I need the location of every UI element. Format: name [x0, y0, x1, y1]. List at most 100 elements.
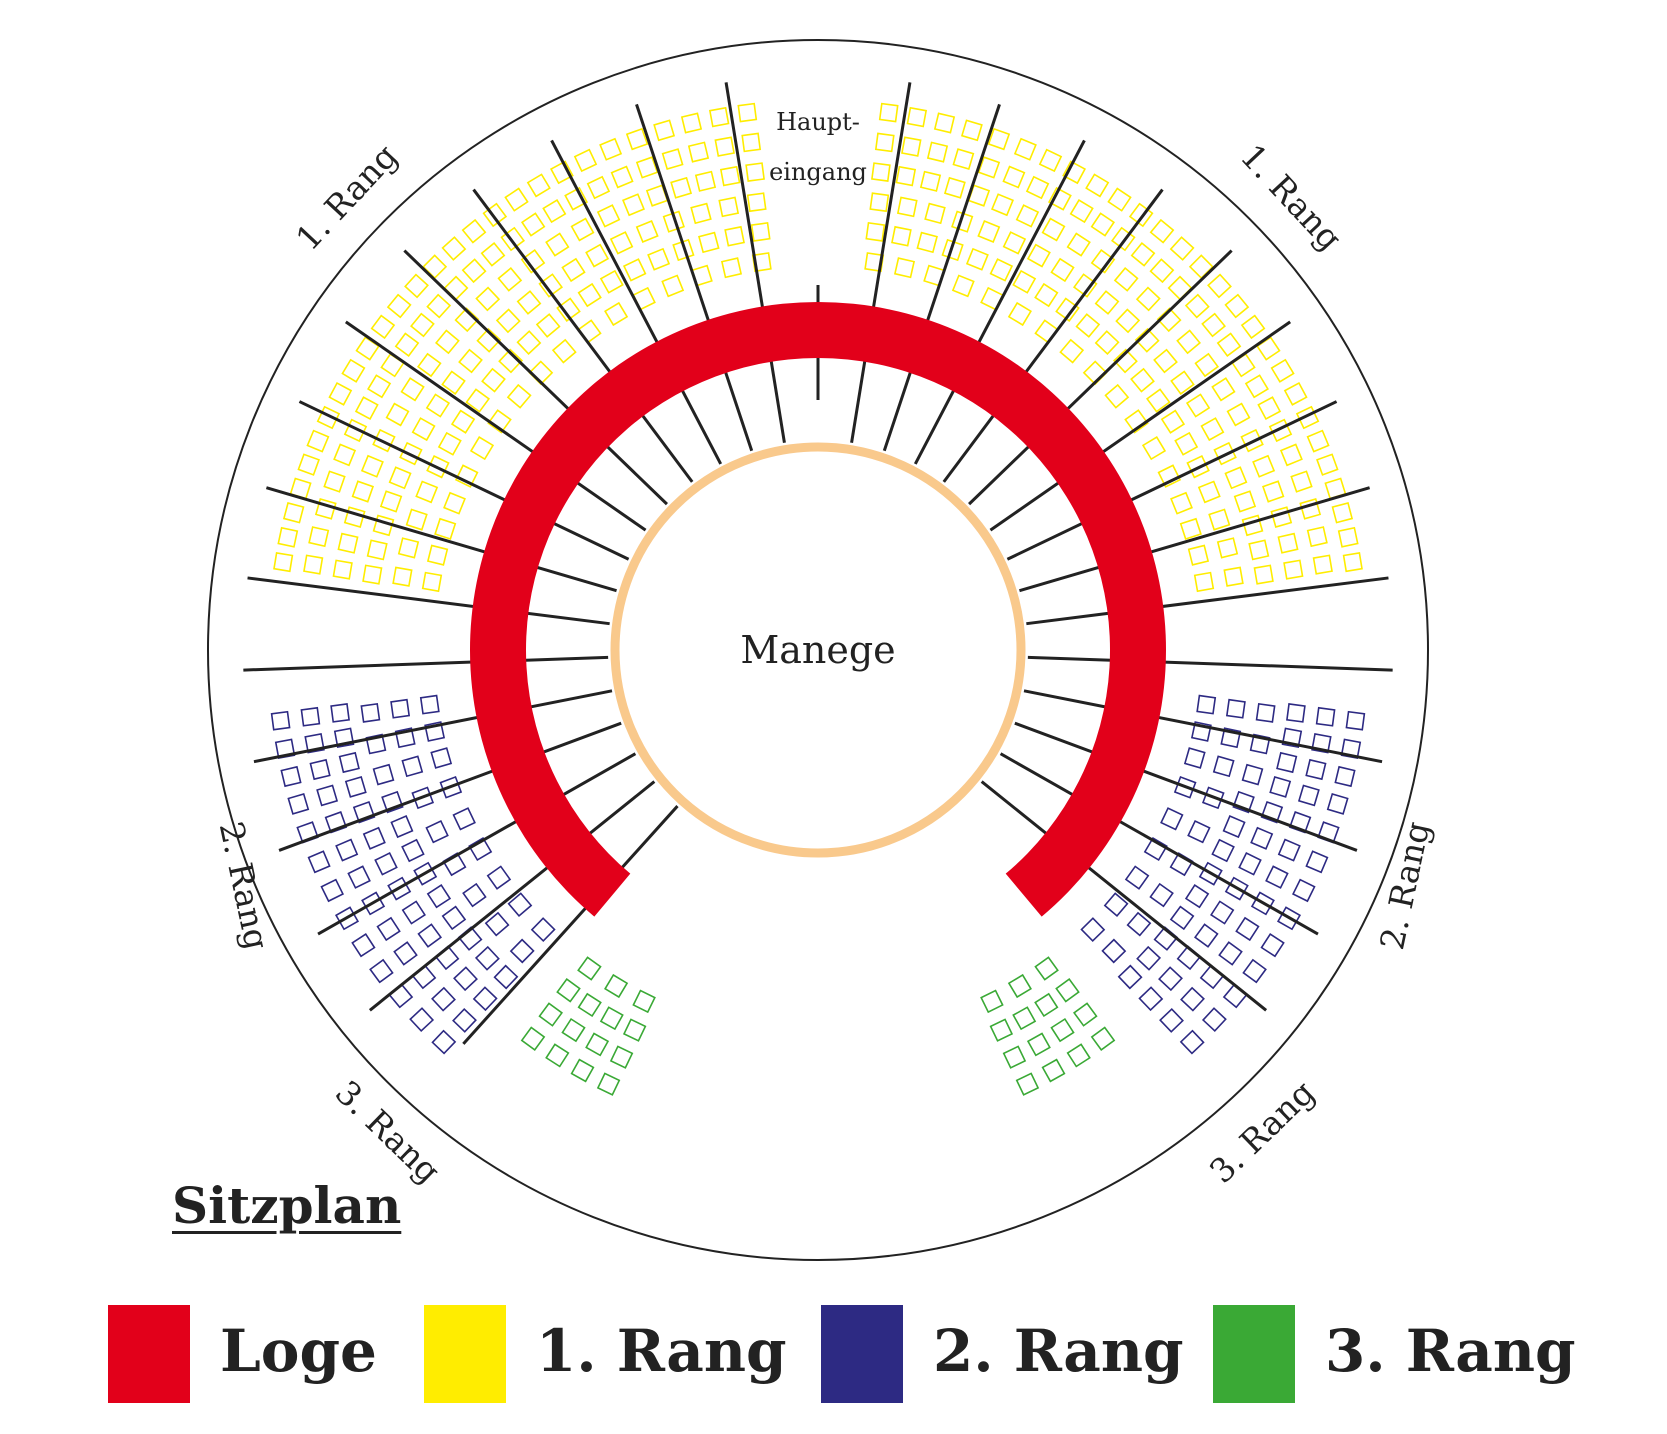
seat	[333, 443, 357, 467]
seat	[1170, 370, 1195, 395]
seat	[526, 173, 551, 198]
seat	[1269, 775, 1292, 798]
seat	[335, 838, 359, 862]
seat	[1025, 175, 1050, 200]
seat	[1297, 784, 1320, 807]
aisle-divider	[1026, 576, 1389, 626]
seat	[632, 989, 656, 1014]
seat	[273, 551, 294, 573]
seat	[343, 418, 368, 443]
seat	[977, 156, 1001, 179]
seat	[1268, 418, 1293, 443]
seat	[520, 248, 546, 274]
seat	[369, 958, 394, 984]
aisle-divider	[243, 655, 609, 672]
seat	[549, 160, 574, 185]
seat	[1059, 338, 1085, 364]
seat	[1232, 790, 1255, 814]
seat	[865, 221, 886, 242]
seat	[737, 102, 758, 123]
seat	[687, 141, 710, 163]
aisle-divider	[882, 103, 1001, 452]
seat	[896, 196, 918, 218]
seat	[556, 978, 581, 1003]
seat	[1190, 721, 1212, 742]
rang1-label-right: 1. Rang	[1233, 136, 1350, 257]
seat	[952, 148, 975, 171]
seat	[314, 498, 337, 520]
seat	[307, 850, 331, 874]
seat	[308, 526, 330, 548]
legend-label-rang3: 3. Rang	[1325, 1317, 1576, 1385]
aisle-divider	[247, 576, 610, 626]
seat	[495, 308, 521, 334]
seat	[1141, 436, 1167, 461]
seat	[520, 1026, 546, 1051]
seat	[1015, 204, 1040, 228]
seat	[1179, 517, 1202, 540]
seat	[365, 733, 387, 755]
seat	[661, 148, 684, 171]
seat	[893, 257, 916, 279]
seat	[991, 193, 1014, 217]
aisle-divider	[1006, 400, 1338, 561]
seat	[871, 162, 891, 182]
seat	[282, 502, 305, 524]
seat	[718, 196, 740, 218]
seat	[1115, 308, 1141, 334]
seat	[741, 132, 762, 153]
seat	[347, 865, 371, 889]
aisle-divider	[913, 139, 1086, 465]
seat	[1218, 941, 1243, 966]
seat	[1169, 905, 1195, 931]
seat	[381, 790, 404, 814]
seat	[337, 532, 359, 554]
seat	[1224, 293, 1250, 319]
seat	[1334, 765, 1356, 788]
seat	[895, 165, 917, 187]
seat	[1170, 491, 1193, 515]
seat	[390, 698, 411, 719]
seat	[987, 127, 1011, 151]
seat	[662, 210, 685, 233]
seat	[1124, 865, 1150, 890]
seat	[694, 170, 717, 192]
seat	[1277, 838, 1301, 862]
seat	[1211, 377, 1236, 402]
seat	[1126, 911, 1152, 937]
seat	[493, 964, 519, 990]
seat	[1248, 539, 1270, 561]
seat	[1055, 297, 1080, 323]
seat	[468, 836, 493, 862]
seat	[1187, 544, 1210, 566]
seat	[426, 293, 452, 319]
seat	[1135, 286, 1161, 312]
seat	[431, 986, 456, 1012]
seat	[1156, 307, 1182, 333]
seat	[497, 267, 523, 292]
seat	[1306, 526, 1328, 548]
seat	[430, 747, 453, 769]
seat	[362, 826, 386, 850]
seat	[520, 212, 546, 237]
seat	[372, 514, 395, 537]
seat	[482, 202, 508, 228]
seat	[585, 243, 610, 268]
seat	[516, 330, 542, 356]
seat	[610, 165, 634, 189]
seat	[1117, 964, 1143, 990]
seat	[410, 312, 435, 338]
seat	[1295, 405, 1320, 430]
seat	[545, 1043, 570, 1068]
seat	[397, 537, 420, 559]
seat-section	[296, 775, 476, 903]
seat	[951, 274, 975, 298]
seat	[1034, 956, 1059, 981]
seat	[965, 247, 989, 271]
seat	[452, 807, 476, 831]
seat	[535, 313, 561, 338]
seat	[394, 727, 416, 749]
seat	[401, 900, 426, 925]
seat	[393, 941, 418, 966]
seat	[1130, 367, 1155, 393]
